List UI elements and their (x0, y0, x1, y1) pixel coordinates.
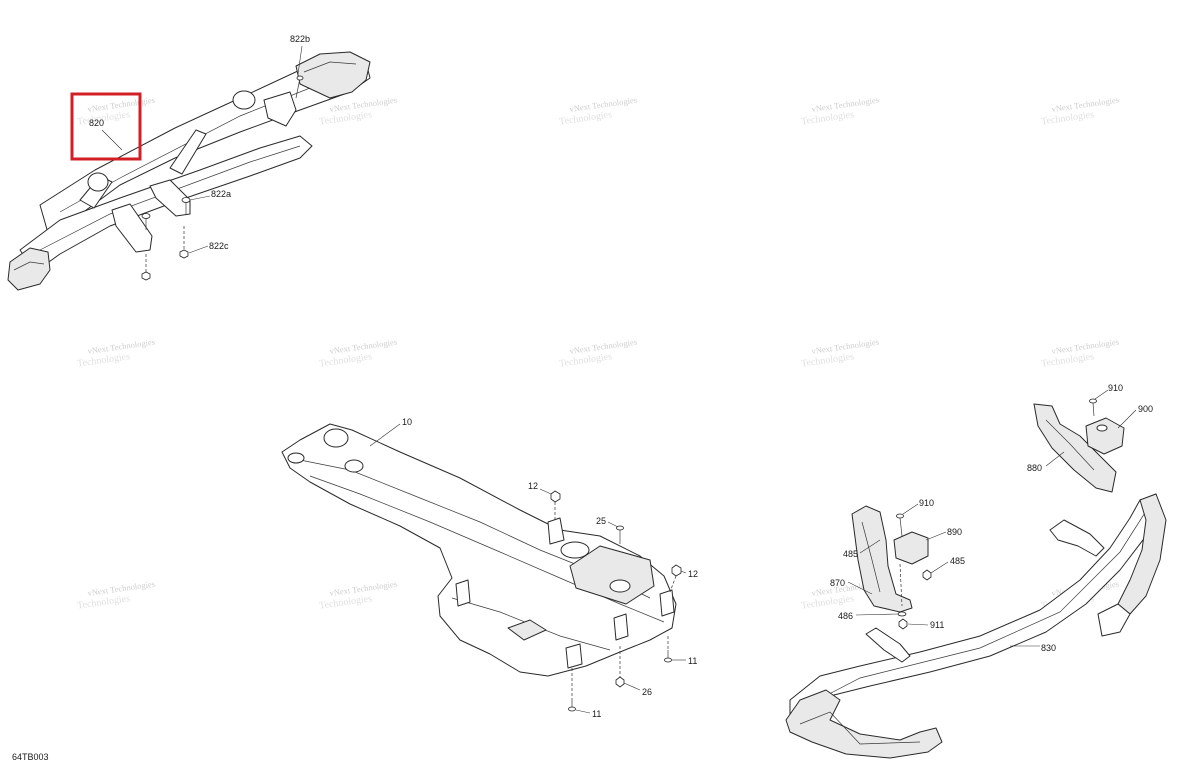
callout-26: 26 (642, 687, 652, 697)
bumper-830-loop (785, 689, 943, 759)
mount-bracket (111, 203, 153, 253)
bumper-brace (169, 129, 207, 175)
callout-485: 485 (950, 556, 965, 566)
nut-822c (141, 254, 151, 281)
watermark: vNext Technologies Technologies (559, 95, 638, 128)
nut-911 (898, 618, 908, 630)
plate-grommet (560, 541, 590, 559)
watermark: vNext Technologies Technologies (319, 579, 398, 612)
bumper-830-arm (865, 627, 911, 663)
highlight-box (70, 92, 142, 161)
callout-820: 820 (89, 118, 104, 128)
mount-boss (547, 517, 565, 545)
bracket-880 (1033, 403, 1117, 493)
center-cover (569, 545, 655, 605)
callout-870: 870 (830, 578, 845, 588)
callout-822a: 822a (211, 189, 231, 199)
watermark-text: Technologies (801, 593, 855, 611)
plate-hole (287, 452, 305, 464)
callout-11: 11 (592, 709, 601, 719)
plate-hole (323, 428, 349, 448)
mount-boss (613, 613, 629, 641)
callout-12: 12 (688, 569, 698, 579)
watermark-text: Technologies (1041, 351, 1095, 369)
tube-clamp (232, 90, 256, 110)
watermark-text: Technologies (77, 351, 131, 369)
plate-pad (507, 619, 547, 641)
washer-486 (897, 563, 907, 617)
nut-485 (922, 569, 932, 581)
bumper-left-end (7, 247, 51, 291)
callout-910: 910 (1108, 383, 1123, 393)
diagram-id: 64TB003 (12, 752, 49, 762)
watermark-text: Technologies (319, 109, 373, 127)
skid-plate-assembly: 10 12 25 12 11 26 11 (281, 417, 698, 719)
callout-25: 25 (596, 516, 606, 526)
bolt-25 (616, 525, 624, 544)
watermark-text: Technologies (77, 593, 131, 611)
nut-822c (179, 226, 189, 259)
bolt-822a (141, 213, 151, 230)
watermark-text: Technologies (559, 109, 613, 127)
mount-bracket (149, 179, 191, 217)
callout-12: 12 (528, 481, 538, 491)
rear-bumper-assembly: 822b 822a 822c 820 (7, 34, 371, 291)
front-bumper-assembly: 910 900 880 910 890 485 485 870 486 911 … (785, 383, 1167, 759)
watermark: vNext Technologies Technologies (1041, 95, 1120, 128)
bumper-830-end-cap (1097, 603, 1131, 637)
callout-910: 910 (919, 498, 934, 508)
bolt-11 (664, 636, 672, 663)
plate-grommet (609, 579, 631, 593)
watermark: vNext Technologies Technologies (801, 95, 880, 128)
bolt-822a (181, 197, 191, 214)
nut-26 (615, 646, 625, 688)
nut-12 (550, 490, 561, 520)
watermark-text: Technologies (319, 593, 373, 611)
watermark: vNext Technologies Technologies (77, 95, 156, 128)
mount-boss (565, 643, 583, 669)
watermark-text: Technologies (319, 351, 373, 369)
watermark: vNext Technologies Technologies (77, 337, 156, 370)
callout-900: 900 (1138, 404, 1153, 414)
watermark-text: Technologies (801, 109, 855, 127)
callout-485: 485 (843, 549, 858, 559)
callout-822c: 822c (209, 241, 229, 251)
mount-block-890 (893, 531, 929, 565)
watermark-text: Technologies (1041, 109, 1095, 127)
plate-hole (344, 459, 364, 473)
callout-10: 10 (402, 417, 412, 427)
bolt-11 (568, 668, 576, 712)
bolt-910 (896, 513, 904, 537)
callout-822b: 822b (290, 34, 310, 44)
bolt-910 (1089, 398, 1097, 417)
mount-block-900 (1085, 417, 1125, 455)
watermark-text: Technologies (559, 351, 613, 369)
watermark: vNext Technologies Technologies (559, 337, 638, 370)
bolt-822b (295, 75, 304, 99)
watermark-text: Technologies (801, 351, 855, 369)
callout-911: 911 (930, 620, 944, 630)
callout-890: 890 (947, 527, 962, 537)
callout-486: 486 (838, 611, 853, 621)
callout-880: 880 (1027, 463, 1042, 473)
watermark: vNext Technologies Technologies (1041, 337, 1120, 370)
callout-11: 11 (688, 656, 697, 666)
nut-12 (669, 564, 682, 593)
mount-boss (455, 579, 471, 607)
bumper-830-arm (1049, 519, 1105, 557)
callout-830: 830 (1041, 643, 1056, 653)
mount-boss (659, 589, 675, 617)
watermark: vNext Technologies Technologies (77, 579, 156, 612)
watermark: vNext Technologies Technologies (319, 337, 398, 370)
mount-bracket (263, 91, 297, 127)
tube-clamp (87, 172, 109, 192)
watermark: vNext Technologies Technologies (801, 337, 880, 370)
